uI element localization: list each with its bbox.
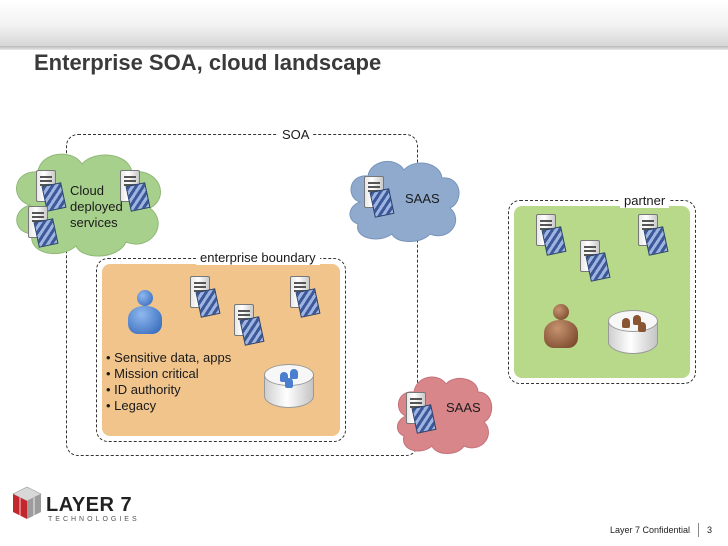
enterprise-server-icon-3	[290, 276, 321, 320]
partner-server-icon-2	[580, 240, 611, 284]
partner-person-icon	[544, 304, 578, 348]
logo-wordmark: LAYER 7	[46, 494, 133, 516]
saas-top-label: SAAS	[405, 191, 440, 206]
saas-bottom-label: SAAS	[446, 400, 481, 415]
soa-region	[66, 134, 418, 456]
logo-tagline: TECHNOLOGIES	[48, 516, 140, 523]
enterprise-bullet-1: • Sensitive data, apps	[106, 350, 232, 365]
partner-server-icon-1	[536, 214, 567, 258]
layer7-cube-icon	[12, 486, 42, 519]
cloud-label-line3: services	[70, 215, 118, 230]
enterprise-server-icon-1	[190, 276, 221, 320]
cloud-label-line1: Cloud	[70, 183, 104, 198]
partner-region	[508, 200, 696, 384]
enterprise-bullet-2: • Mission critical	[106, 366, 199, 381]
user-person-icon	[128, 290, 162, 334]
footer-separator	[698, 523, 699, 537]
cloud-label-line2: deployed	[70, 199, 123, 214]
confidential-note: Layer 7 Confidential	[610, 525, 691, 535]
partner-server-icon-3	[638, 214, 669, 258]
page-number: 3	[707, 525, 713, 535]
enterprise-boundary-label: enterprise boundary	[196, 250, 320, 265]
slide-title: Enterprise SOA, cloud landscape	[34, 50, 382, 75]
partner-database-icon	[608, 310, 658, 356]
saas-top-server-icon	[364, 176, 395, 220]
enterprise-database-icon	[264, 364, 314, 410]
enterprise-bullet-3: • ID authority	[106, 382, 181, 397]
cloud-server-icon-3	[28, 206, 59, 250]
soa-label: SOA	[278, 127, 314, 142]
cloud-server-icon-1	[36, 170, 67, 214]
saas-bottom-server-icon	[406, 392, 437, 436]
header-divider	[0, 46, 728, 50]
cloud-server-icon-2	[120, 170, 151, 214]
enterprise-server-icon-2	[234, 304, 265, 348]
enterprise-bullet-4: • Legacy	[106, 398, 157, 413]
slide-header-band	[0, 0, 728, 46]
partner-label: partner	[620, 193, 670, 208]
